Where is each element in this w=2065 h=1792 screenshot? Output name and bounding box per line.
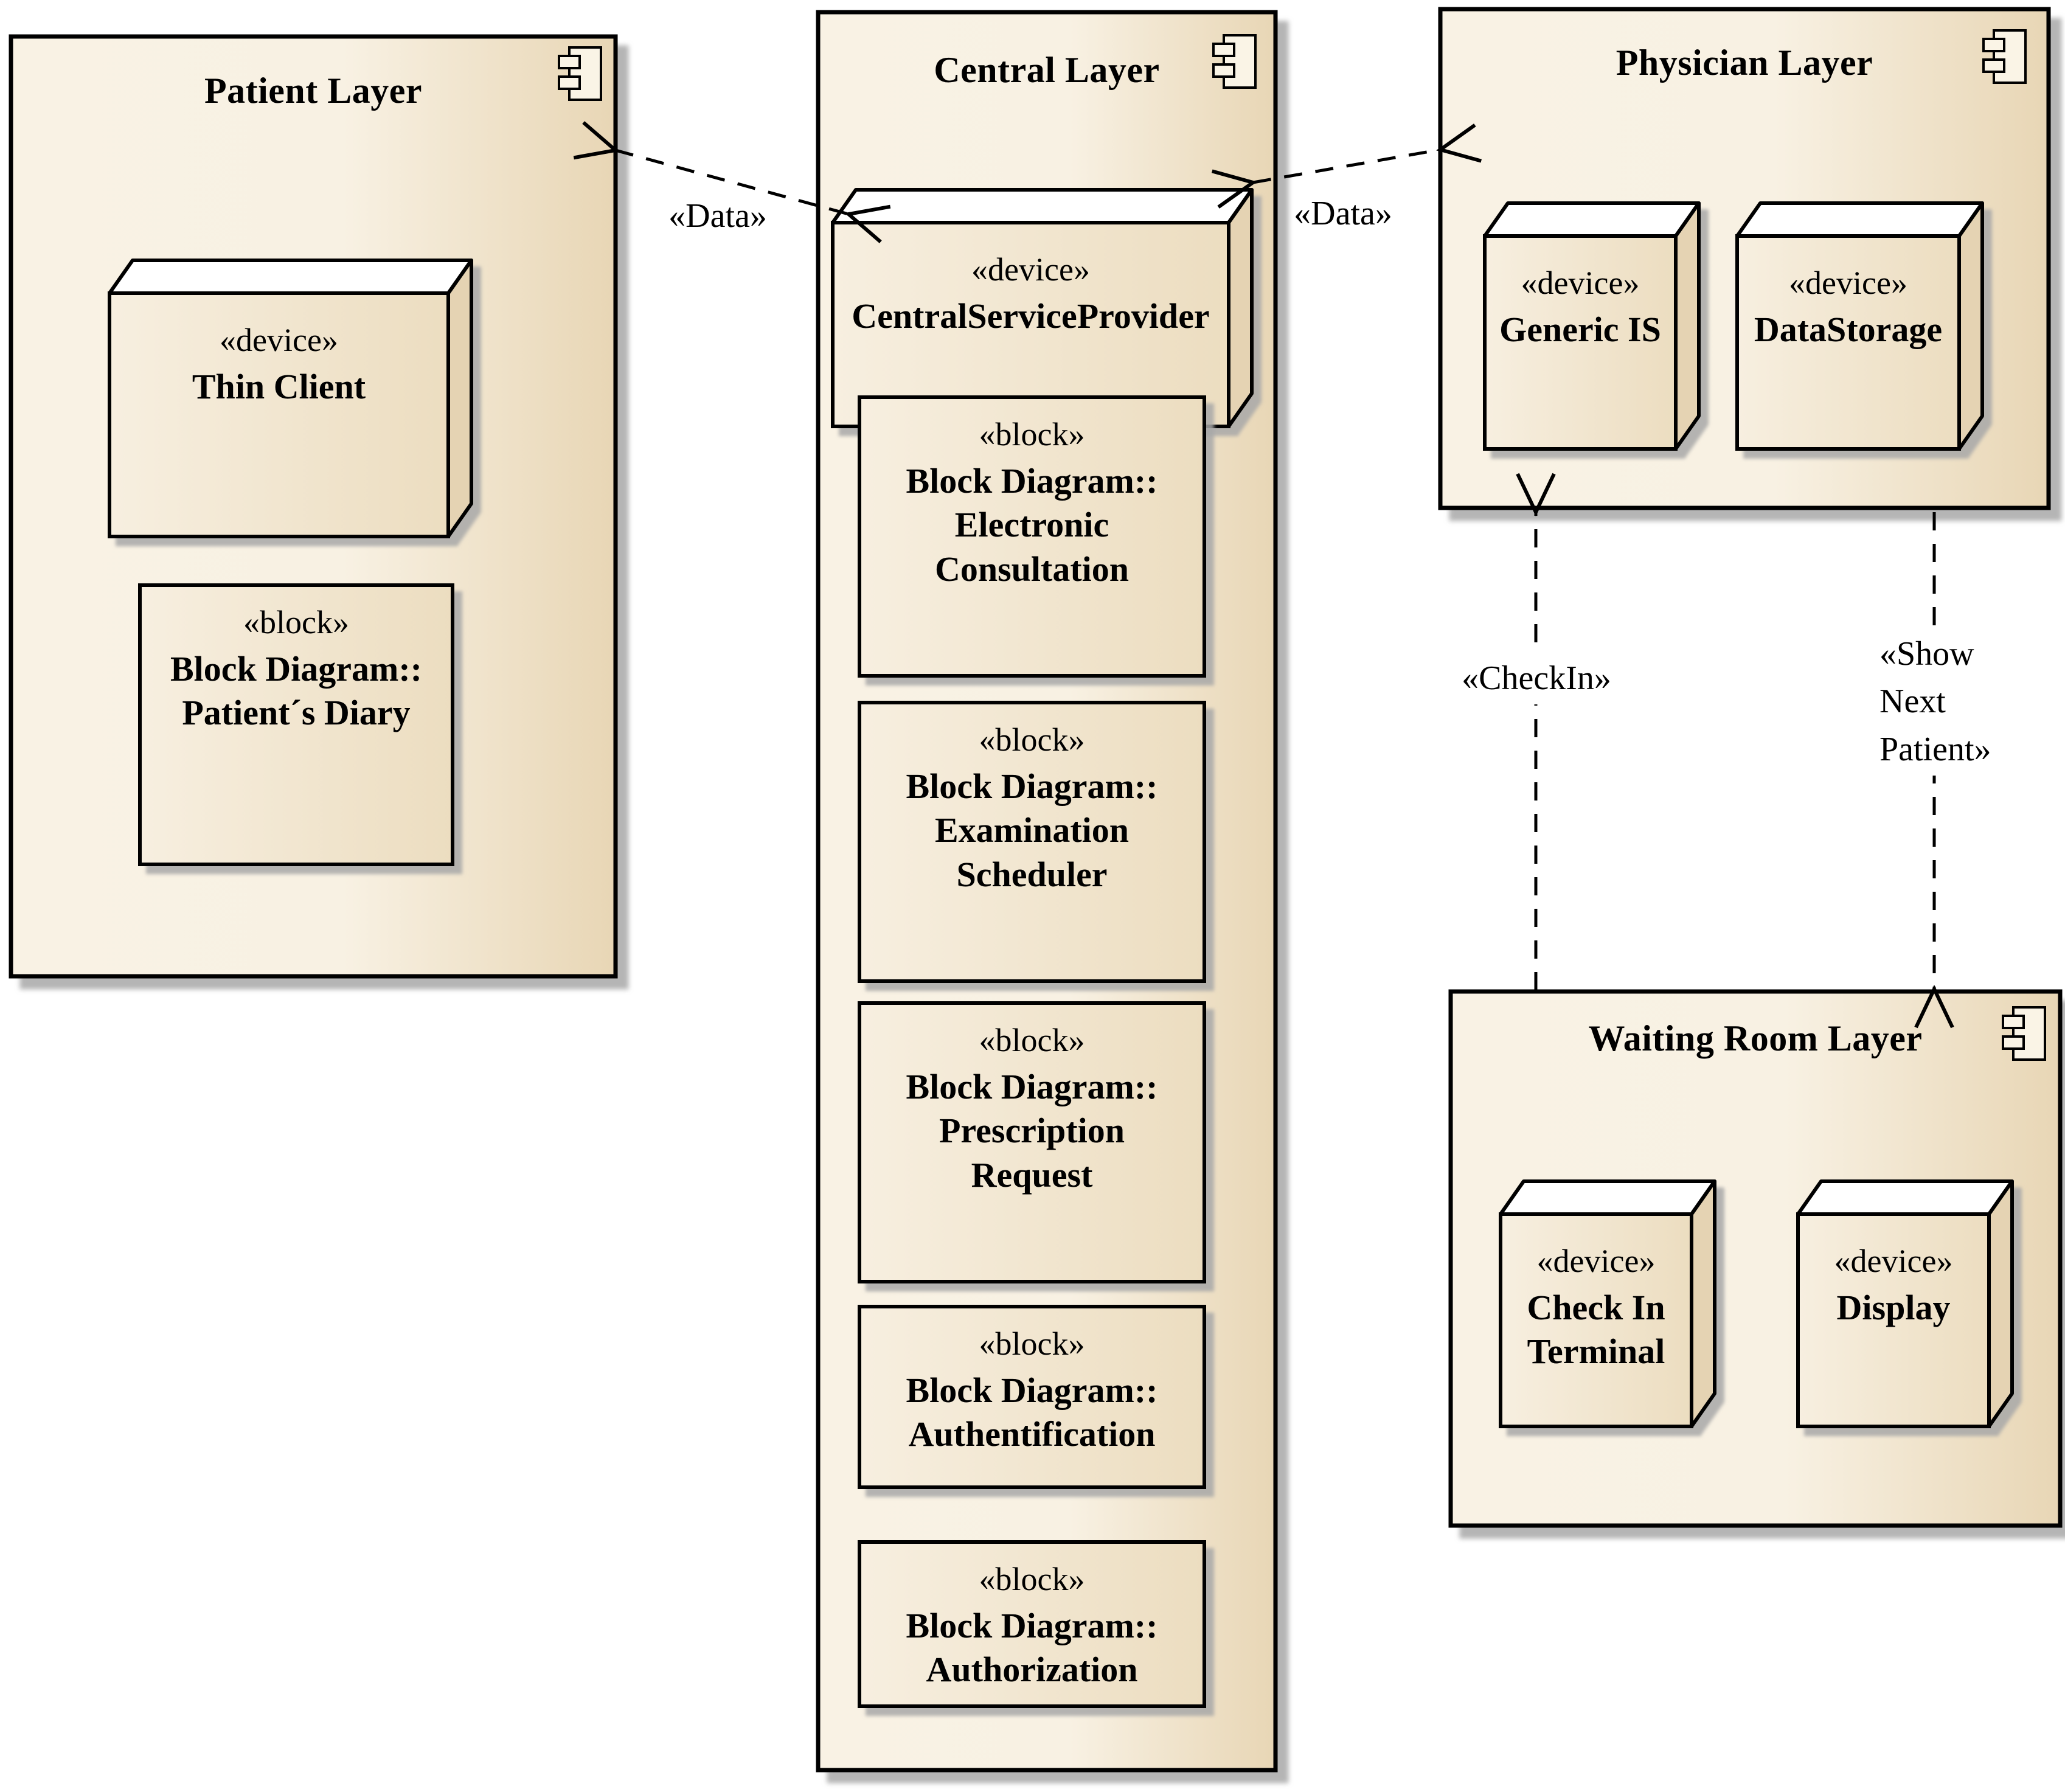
component-icon: [558, 46, 602, 101]
device-check-in-terminal: [1499, 1179, 1716, 1428]
device-display: [1796, 1179, 2014, 1428]
block-authentification: [858, 1305, 1206, 1489]
stereotype-label: «block»: [243, 604, 349, 641]
block-examination-scheduler: [858, 701, 1206, 983]
block-label-authorization: «block» Block Diagram:: Authorization: [859, 1542, 1204, 1723]
device-generic-is: [1483, 201, 1701, 451]
block-prescription-request: [858, 1001, 1206, 1283]
device-name: Thin Client: [192, 366, 366, 406]
package-title-physician-layer: Physician Layer: [1616, 43, 1873, 83]
package-title-central-layer: Central Layer: [934, 50, 1160, 90]
device-name: Display: [1836, 1287, 1951, 1327]
block-name: Block Diagram:: Patient´s Diary: [170, 648, 422, 733]
component-icon: [1212, 34, 1257, 89]
connector-label-data-left: «Data»: [668, 197, 767, 235]
device-label-display: «device» Display: [1798, 1214, 1989, 1453]
block-label-patients-diary: «block» Block Diagram:: Patient´s Diary: [140, 585, 453, 881]
component-icon: [1982, 29, 2027, 84]
block-label-authentification: «block» Block Diagram:: Authentification: [859, 1307, 1204, 1504]
component-icon: [2002, 1006, 2046, 1061]
stereotype-label: «block»: [979, 1022, 1085, 1058]
package-title-patient-layer: Patient Layer: [204, 71, 423, 111]
block-name: Block Diagram:: Authorization: [906, 1605, 1158, 1690]
stereotype-label: «block»: [979, 721, 1085, 758]
stereotype-label: «device»: [1834, 1243, 1953, 1279]
block-label-prescription-request: «block» Block Diagram:: Prescription Req…: [859, 1003, 1204, 1299]
device-data-storage: [1735, 201, 1984, 451]
block-patients-diary: [138, 583, 454, 866]
block-label-electronic-consultation: «block» Block Diagram:: Electronic Consu…: [859, 397, 1204, 693]
device-name: DataStorage: [1754, 309, 1943, 349]
package-title-waiting-room-layer: Waiting Room Layer: [1588, 1018, 1923, 1058]
device-label-thin-client: «device» Thin Client: [109, 293, 448, 563]
stereotype-label: «device»: [220, 322, 338, 358]
connector-label-data-right: «Data»: [1294, 195, 1392, 232]
block-name: Block Diagram:: Electronic Consultation: [906, 460, 1158, 589]
device-label-central-service-provider: «device» CentralServiceProvider: [833, 223, 1229, 453]
connector-data-patient-central: [573, 121, 891, 243]
block-name: Block Diagram:: Examination Scheduler: [906, 766, 1158, 894]
block-name: Block Diagram:: Prescription Request: [906, 1066, 1158, 1195]
connector-data-central-physician: [1211, 123, 1482, 209]
device-label-generic-is: «device» Generic IS: [1485, 236, 1676, 476]
device-label-data-storage: «device» DataStorage: [1737, 236, 1959, 476]
connector-label-show-next-patient: «Show Next Patient»: [1875, 628, 2036, 776]
block-name: Block Diagram:: Authentification: [906, 1370, 1158, 1454]
stereotype-label: «device»: [971, 251, 1090, 288]
stereotype-label: «device»: [1536, 1243, 1656, 1279]
stereotype-label: «block»: [979, 1561, 1085, 1597]
connector-label-checkin: «CheckIn»: [1440, 652, 1633, 705]
device-thin-client: [108, 259, 473, 538]
stereotype-label: «device»: [1521, 265, 1640, 301]
device-name: Generic IS: [1499, 309, 1661, 349]
block-authorization: [858, 1540, 1206, 1708]
block-electronic-consultation: [858, 395, 1206, 678]
stereotype-label: «device»: [1789, 265, 1907, 301]
stereotype-label: «block»: [979, 416, 1085, 453]
device-label-check-in-terminal: «device» Check In Terminal: [1501, 1214, 1692, 1453]
block-label-examination-scheduler: «block» Block Diagram:: Examination Sche…: [859, 703, 1204, 998]
device-name: Check In Terminal: [1527, 1287, 1665, 1372]
stereotype-label: «block»: [979, 1325, 1085, 1362]
device-name: CentralServiceProvider: [852, 296, 1210, 336]
